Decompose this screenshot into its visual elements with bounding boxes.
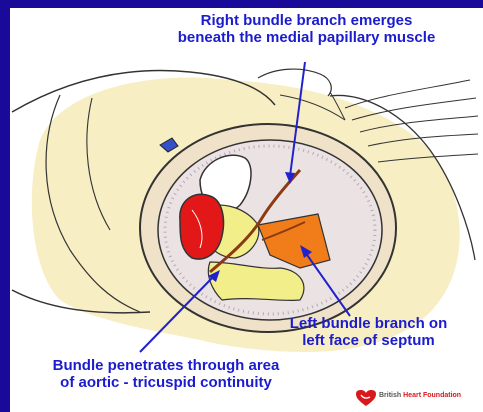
bhf-logo: British Heart Foundation: [355, 387, 483, 409]
heart-logo-icon: [355, 389, 377, 407]
label-bundle-penetration: Bundle penetrates through area of aortic…: [6, 357, 326, 391]
label-left-bundle-branch: Left bundle branch on left face of septu…: [254, 315, 483, 349]
logo-text-british: British: [379, 392, 403, 399]
label-right-bundle-branch: Right bundle branch emerges beneath the …: [130, 12, 483, 46]
logo-text-heart-foundation: Heart Foundation: [403, 392, 461, 399]
logo-wordmark: British Heart Foundation: [379, 392, 461, 399]
red-region: [180, 194, 224, 259]
strand-1: [345, 80, 470, 108]
